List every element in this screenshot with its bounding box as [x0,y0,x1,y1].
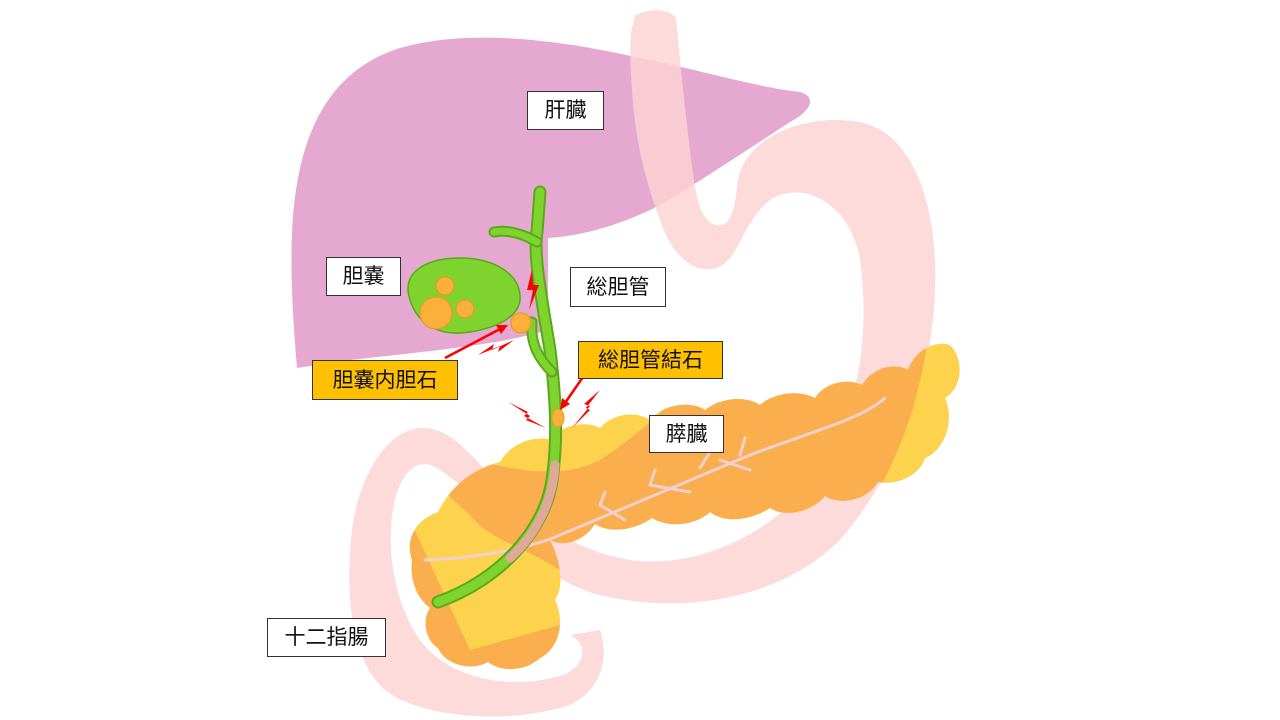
pain-marker-icons [478,270,600,428]
gallbladder-stones [419,276,532,334]
common-bile-duct-stone [551,408,565,428]
pointer-arrows [444,325,585,410]
label-common-bile-duct: 総胆管 [570,267,666,307]
label-common-bile-duct-stone: 総胆管結石 [578,341,723,379]
stomach-shape [349,10,936,717]
label-pancreas: 膵臓 [649,415,724,453]
label-gallbladder: 胆嚢 [326,257,401,296]
bile-duct [431,185,563,609]
label-liver: 肝臓 [527,91,604,130]
label-duodenum: 十二指腸 [267,618,386,657]
label-gallbladder-stone: 胆嚢内胆石 [312,360,458,400]
